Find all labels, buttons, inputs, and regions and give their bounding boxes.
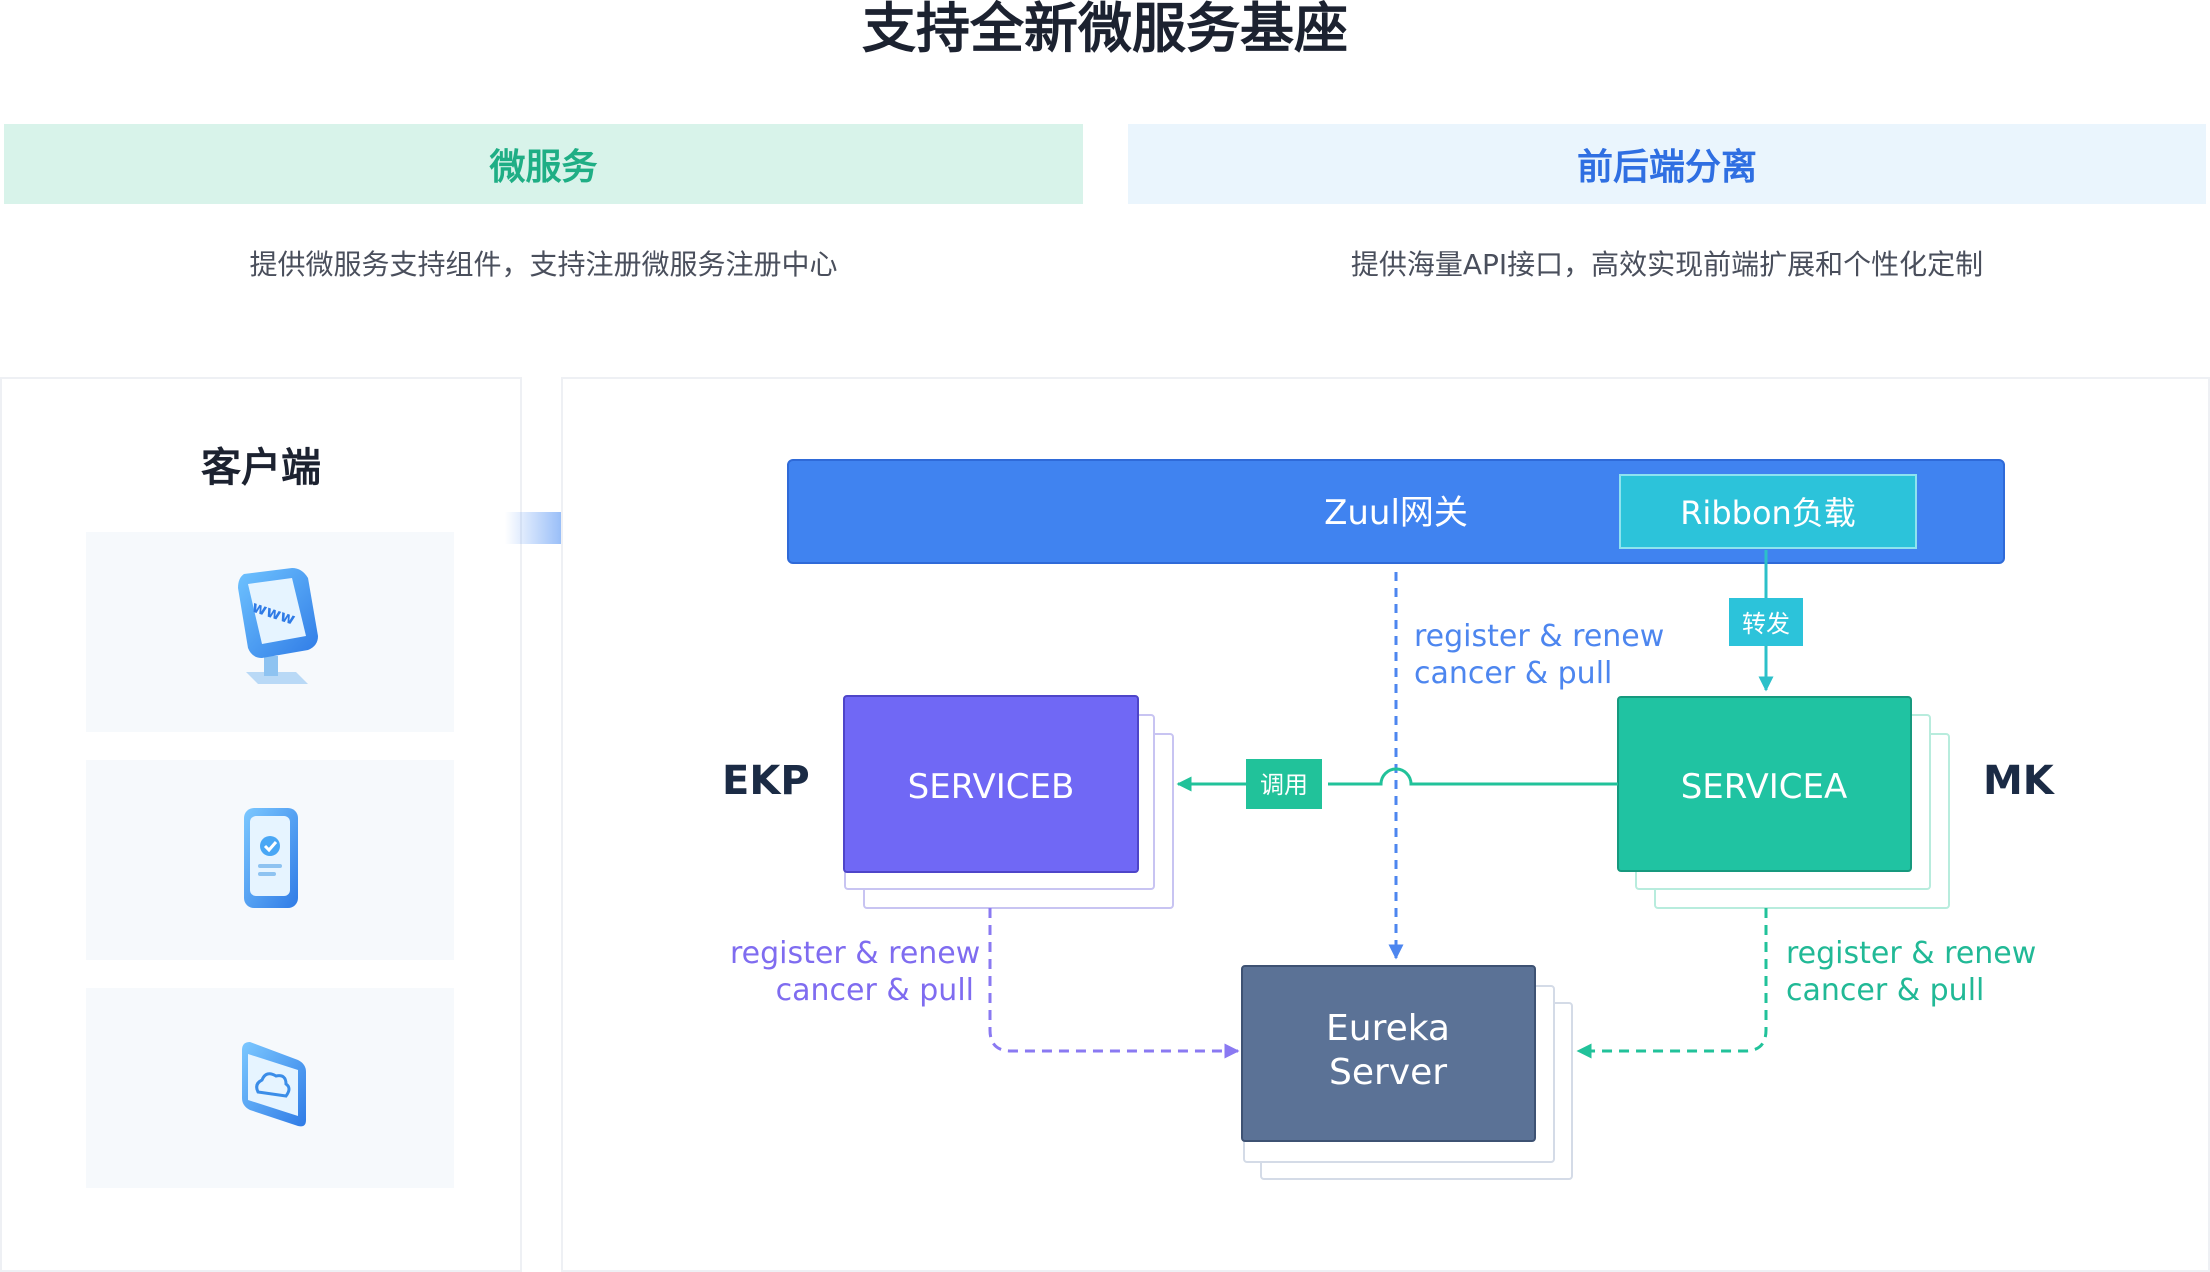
zuul-gateway-label: Zuul网关 (1324, 493, 1468, 533)
reg-text-center: register & renew cancer & pull (1414, 618, 1664, 692)
reg-center-line2: cancer & pull (1414, 656, 1613, 691)
eureka-label-line1: Eureka (1326, 1008, 1450, 1049)
microservice-banner: 微服务 (4, 124, 1083, 204)
monitor-www-icon: www (238, 568, 318, 684)
reg-left-line1: register & renew (730, 936, 981, 971)
reg-text-left: register & renew cancer & pull (730, 935, 981, 1009)
ekp-label: EKP (722, 758, 810, 804)
frontend-backend-banner-title: 前后端分离 (1576, 147, 1757, 188)
client-card-web: www (86, 532, 454, 732)
eureka-box (1241, 965, 1536, 1142)
page-title: 支持全新微服务基座 (862, 0, 1348, 60)
servicea-label: SERVICEA (1681, 767, 1848, 807)
cloud-device-icon (242, 1042, 306, 1127)
serviceb-eureka-dashed-line (988, 908, 1240, 1059)
mk-label: MK (1983, 758, 2054, 804)
serviceb-box (843, 695, 1139, 873)
client-card-mobile (86, 760, 454, 960)
servicea-eureka-dashed-line (1576, 908, 1768, 1059)
reg-right-line1: register & renew (1786, 936, 2037, 971)
call-badge (1246, 759, 1322, 809)
tablet-check-icon (244, 808, 298, 908)
reg-left-line2: cancer & pull (775, 973, 974, 1008)
client-title: 客户端 (201, 445, 321, 491)
reg-center-line1: register & renew (1414, 619, 1665, 654)
client-card-cloud (86, 988, 454, 1188)
microservice-desc: 提供微服务支持组件，支持注册微服务注册中心 (249, 248, 838, 281)
eureka-label-line2: Server (1329, 1052, 1447, 1093)
reg-text-right: register & renew cancer & pull (1786, 935, 2036, 1009)
ribbon-label: Ribbon负载 (1680, 494, 1856, 532)
call-label: 调用 (1260, 771, 1308, 799)
reg-right-line2: cancer & pull (1786, 973, 1985, 1008)
microservice-banner-title: 微服务 (489, 147, 598, 188)
forward-label: 转发 (1742, 610, 1790, 638)
call-line-right (1328, 767, 1618, 786)
frontend-backend-desc: 提供海量API接口，高效实现前端扩展和个性化定制 (1350, 248, 1984, 281)
frontend-backend-banner: 前后端分离 (1128, 124, 2206, 204)
serviceb-label: SERVICEB (908, 767, 1075, 807)
forward-badge (1729, 598, 1803, 646)
ribbon-box (1619, 474, 1917, 549)
